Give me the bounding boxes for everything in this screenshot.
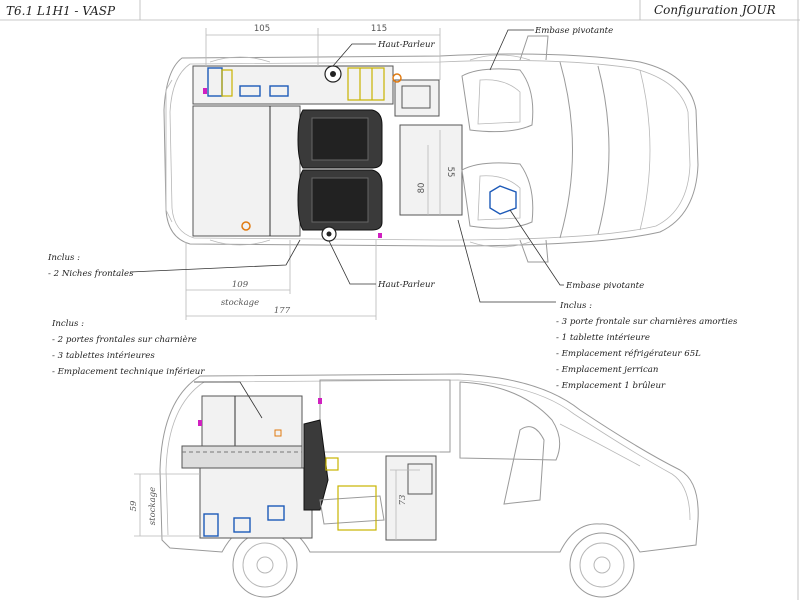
dim-59: 59: [129, 500, 139, 511]
svg-text:- 3 tablettes intérieures: - 3 tablettes intérieures: [52, 350, 155, 361]
dim-stockage-side: stockage: [148, 487, 158, 525]
configuration-title: Configuration JOUR: [654, 3, 776, 17]
rear-wheel: [232, 532, 298, 598]
notes-left: Inclus : - 2 portes frontales sur charni…: [51, 319, 205, 377]
svg-text:- 1 tablette intérieure: - 1 tablette intérieure: [556, 332, 650, 343]
notes-right: Inclus : - 3 porte frontale sur charnièr…: [556, 301, 738, 391]
side-upper-cabinet: [201, 395, 303, 447]
svg-text:- Emplacement réfrigérateur 65: - Emplacement réfrigérateur 65L: [556, 348, 701, 359]
top-cabinet: [192, 65, 394, 105]
label-haut-parleur-top: Haut-Parleur: [377, 40, 436, 50]
notes-niches: Inclus : - 2 Niches frontales: [47, 253, 134, 279]
label-embase-pivotante-bottom: Embase pivotante: [565, 281, 644, 291]
svg-text:Inclus :: Inclus :: [559, 301, 592, 311]
label-haut-parleur-bottom: Haut-Parleur: [377, 280, 436, 290]
dim-55: 55: [445, 167, 455, 178]
dim-115: 115: [371, 24, 387, 34]
side-lower-storage: [199, 467, 313, 539]
side-front-seat: [503, 426, 545, 505]
burner-icon: [489, 185, 517, 215]
front-wheel: [569, 532, 635, 598]
side-kitchen-block: [385, 455, 437, 541]
svg-text:- 3 porte frontale sur charniè: - 3 porte frontale sur charnières amorti…: [556, 316, 738, 327]
dim-109: 109: [232, 280, 249, 290]
dim-105: 105: [254, 24, 270, 34]
svg-text:- Emplacement 1 brûleur: - Emplacement 1 brûleur: [556, 380, 666, 391]
dim-73: 73: [398, 495, 408, 506]
front-seat-passenger: [461, 162, 534, 229]
dim-177: 177: [274, 306, 291, 316]
van-top-view: 105 115 55 80 109 stockage 177: [129, 24, 699, 320]
svg-text:- Emplacement jerrican: - Emplacement jerrican: [556, 365, 658, 375]
side-bench-top: [181, 445, 303, 469]
dim-80: 80: [417, 183, 427, 194]
label-embase-pivotante-top: Embase pivotante: [534, 26, 613, 36]
svg-text:- Emplacement technique inféri: - Emplacement technique inférieur: [52, 366, 205, 377]
svg-text:- 2 portes frontales sur charn: - 2 portes frontales sur charnière: [52, 334, 197, 345]
svg-text:Inclus :: Inclus :: [51, 319, 84, 329]
van-side-view: [134, 373, 699, 598]
dim-stockage: stockage: [221, 298, 259, 308]
model-title: T6.1 L1H1 - VASP: [6, 4, 116, 18]
front-seat-driver: [461, 68, 534, 133]
svg-text:- 2 Niches frontales: - 2 Niches frontales: [48, 269, 134, 279]
table: [399, 124, 463, 216]
side-seat-back: [303, 419, 329, 511]
rear-storage-block: [192, 105, 301, 237]
svg-text:Inclus :: Inclus :: [47, 253, 80, 263]
